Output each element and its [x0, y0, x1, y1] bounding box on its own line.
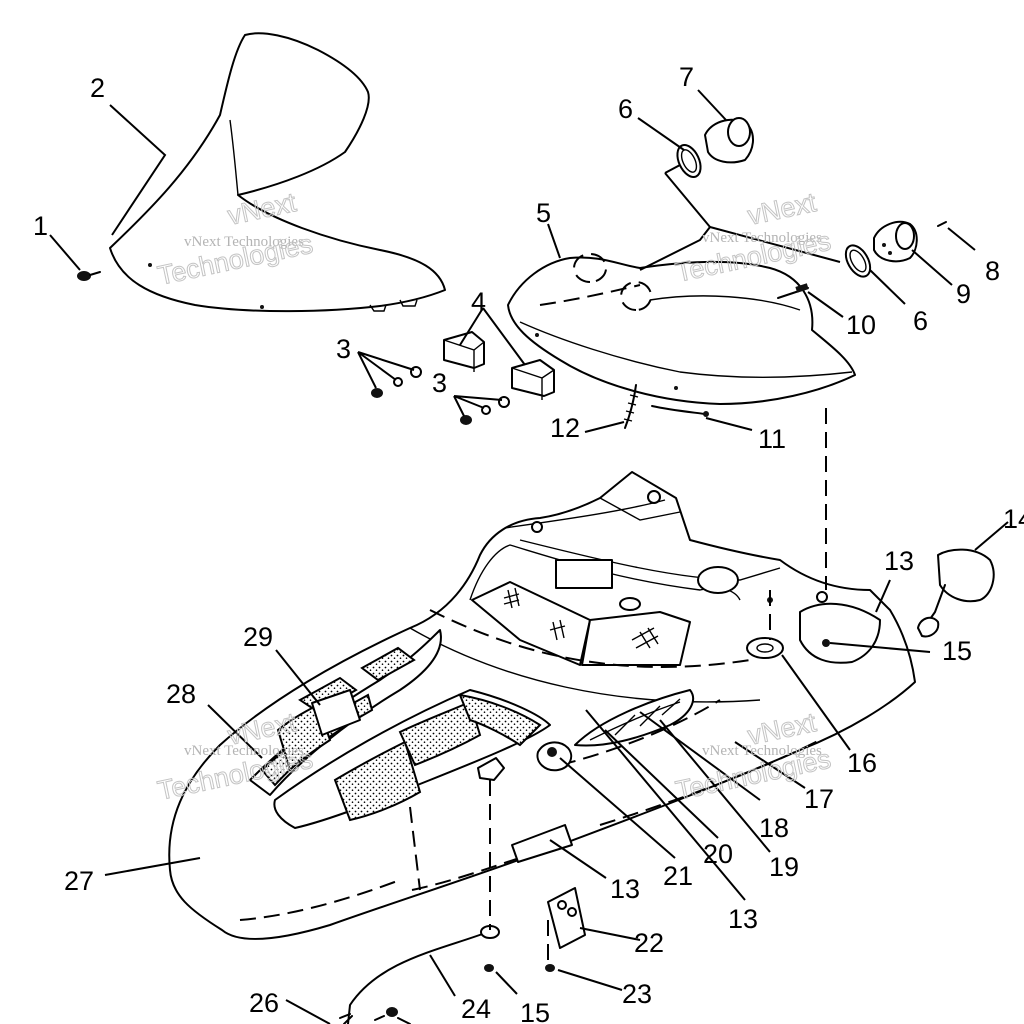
callout-2: 2	[90, 73, 105, 103]
mirror	[917, 548, 995, 638]
bulb	[937, 221, 947, 227]
callout-15b: 15	[520, 998, 550, 1024]
callout-6b: 6	[913, 306, 928, 336]
callout-23: 23	[622, 979, 652, 1009]
screw-1	[77, 271, 101, 281]
callout-3b: 3	[432, 368, 447, 398]
screw-23	[545, 920, 555, 972]
clip-22	[547, 887, 586, 949]
speedometer-gauge	[704, 117, 754, 164]
callout-9: 9	[956, 279, 971, 309]
callout-19: 19	[769, 852, 799, 882]
callout-6a: 6	[618, 94, 633, 124]
gauge-ring-upper	[676, 144, 702, 178]
callout-12: 12	[550, 413, 580, 443]
callout-11: 11	[758, 424, 786, 454]
callout-4: 4	[471, 287, 486, 317]
leader-lines	[49, 89, 1009, 1024]
callout-15a: 15	[942, 636, 972, 666]
instrument-console	[507, 253, 856, 405]
callout-13c: 13	[728, 904, 758, 934]
vent-grille-right	[273, 689, 551, 829]
callout-3a: 3	[336, 334, 351, 364]
callout-10: 10	[846, 310, 876, 340]
gauge-ring-lower	[844, 244, 872, 278]
watermark-2-top: vNext	[745, 187, 819, 231]
vent-grille-left	[249, 629, 442, 796]
watermark-4-small: vNext Technologies	[702, 743, 822, 759]
watermark-1-small: vNext Technologies	[184, 234, 304, 250]
bulb-socket	[777, 283, 809, 299]
callout-17: 17	[804, 784, 834, 814]
watermark-2-small: vNext Technologies	[702, 230, 822, 246]
callout-8: 8	[985, 256, 1000, 286]
callout-21: 21	[663, 861, 693, 891]
callout-13a: 13	[884, 546, 914, 576]
screw-26	[374, 1007, 411, 1024]
tachometer-gauge	[873, 220, 918, 263]
windshield	[109, 32, 446, 313]
callout-18: 18	[759, 813, 789, 843]
callout-5: 5	[536, 198, 551, 228]
mount-brackets	[443, 331, 555, 400]
hardware-set-upper	[371, 366, 422, 398]
callout-14: 14	[1003, 504, 1024, 534]
screw-15-bottom	[484, 780, 494, 972]
callout-7: 7	[679, 62, 694, 92]
callout-labels: 1 2 3 3 4 5 6 7 6 8 9 10 11 12 13 14 15 …	[33, 62, 1024, 1024]
callout-24: 24	[461, 994, 491, 1024]
wire-harness	[623, 384, 709, 429]
callout-13b: 13	[610, 874, 640, 904]
callout-22: 22	[634, 928, 664, 958]
callout-29: 29	[243, 622, 273, 652]
watermark-3-small: vNext Technologies	[184, 743, 304, 759]
callout-26: 26	[249, 988, 279, 1018]
callout-28: 28	[166, 679, 196, 709]
callout-16: 16	[847, 748, 877, 778]
callout-27: 27	[64, 866, 94, 896]
hood	[168, 471, 916, 940]
callout-1: 1	[33, 211, 48, 241]
callout-20: 20	[703, 839, 733, 869]
